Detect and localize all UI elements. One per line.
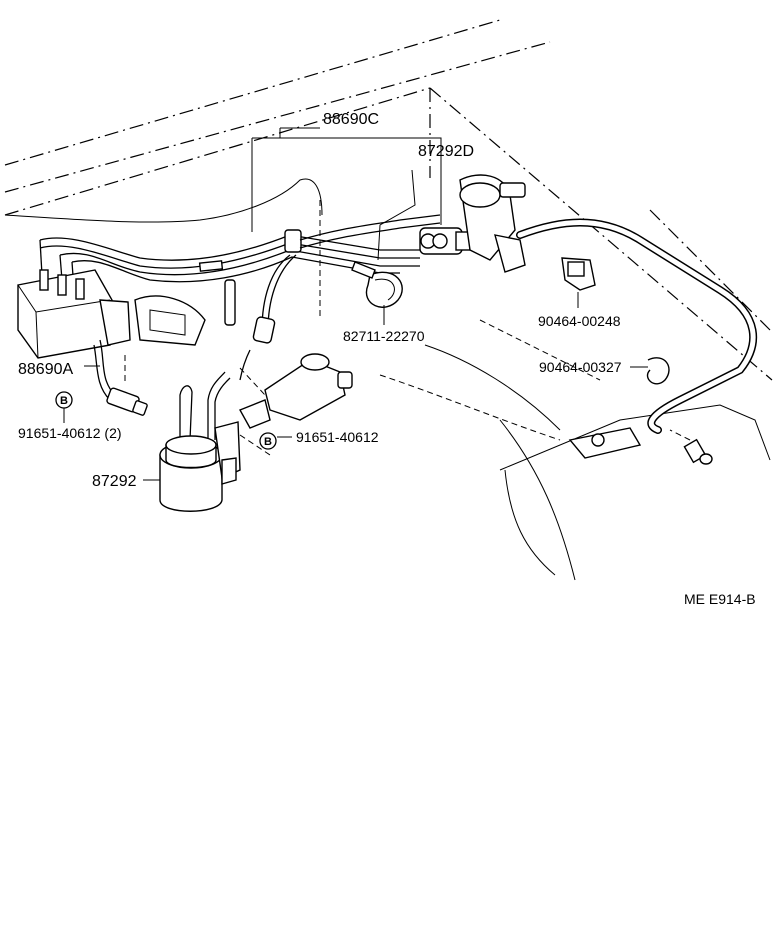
label-90464-00327: 90464-00327 [539, 359, 622, 375]
label-88690c: 88690C [323, 111, 379, 128]
vsv-box-88690a [17, 269, 206, 416]
label-88690a: 88690A [18, 361, 73, 378]
bolt-center [239, 434, 292, 456]
label-91651-40612-center: 91651-40612 [296, 429, 379, 445]
fuel-vapor-hose [516, 218, 757, 434]
label-87292d: 87292D [418, 143, 474, 160]
clamp-90464-00248 [561, 257, 596, 308]
canister-87292 [143, 371, 241, 512]
badge-b-left-letter: B [60, 395, 68, 407]
clip-90464-00327 [630, 357, 670, 385]
badge-b-center: B [259, 432, 277, 450]
label-87292: 87292 [92, 473, 137, 490]
actuator-center [239, 353, 353, 429]
label-91651-40612-left: 91651-40612 (2) [18, 425, 122, 441]
hose-bundle [39, 214, 441, 381]
diagram-code: ME E914-B [684, 591, 756, 607]
badge-b-center-letter: B [264, 436, 272, 448]
clip-82711 [351, 261, 403, 325]
label-90464-00248: 90464-00248 [538, 313, 621, 329]
body-outline [4, 19, 773, 581]
label-82711-22270: 82711-22270 [343, 328, 425, 344]
bolt-right [568, 427, 713, 465]
badge-b-left: B [55, 391, 73, 423]
vsv-87292d [377, 155, 526, 273]
